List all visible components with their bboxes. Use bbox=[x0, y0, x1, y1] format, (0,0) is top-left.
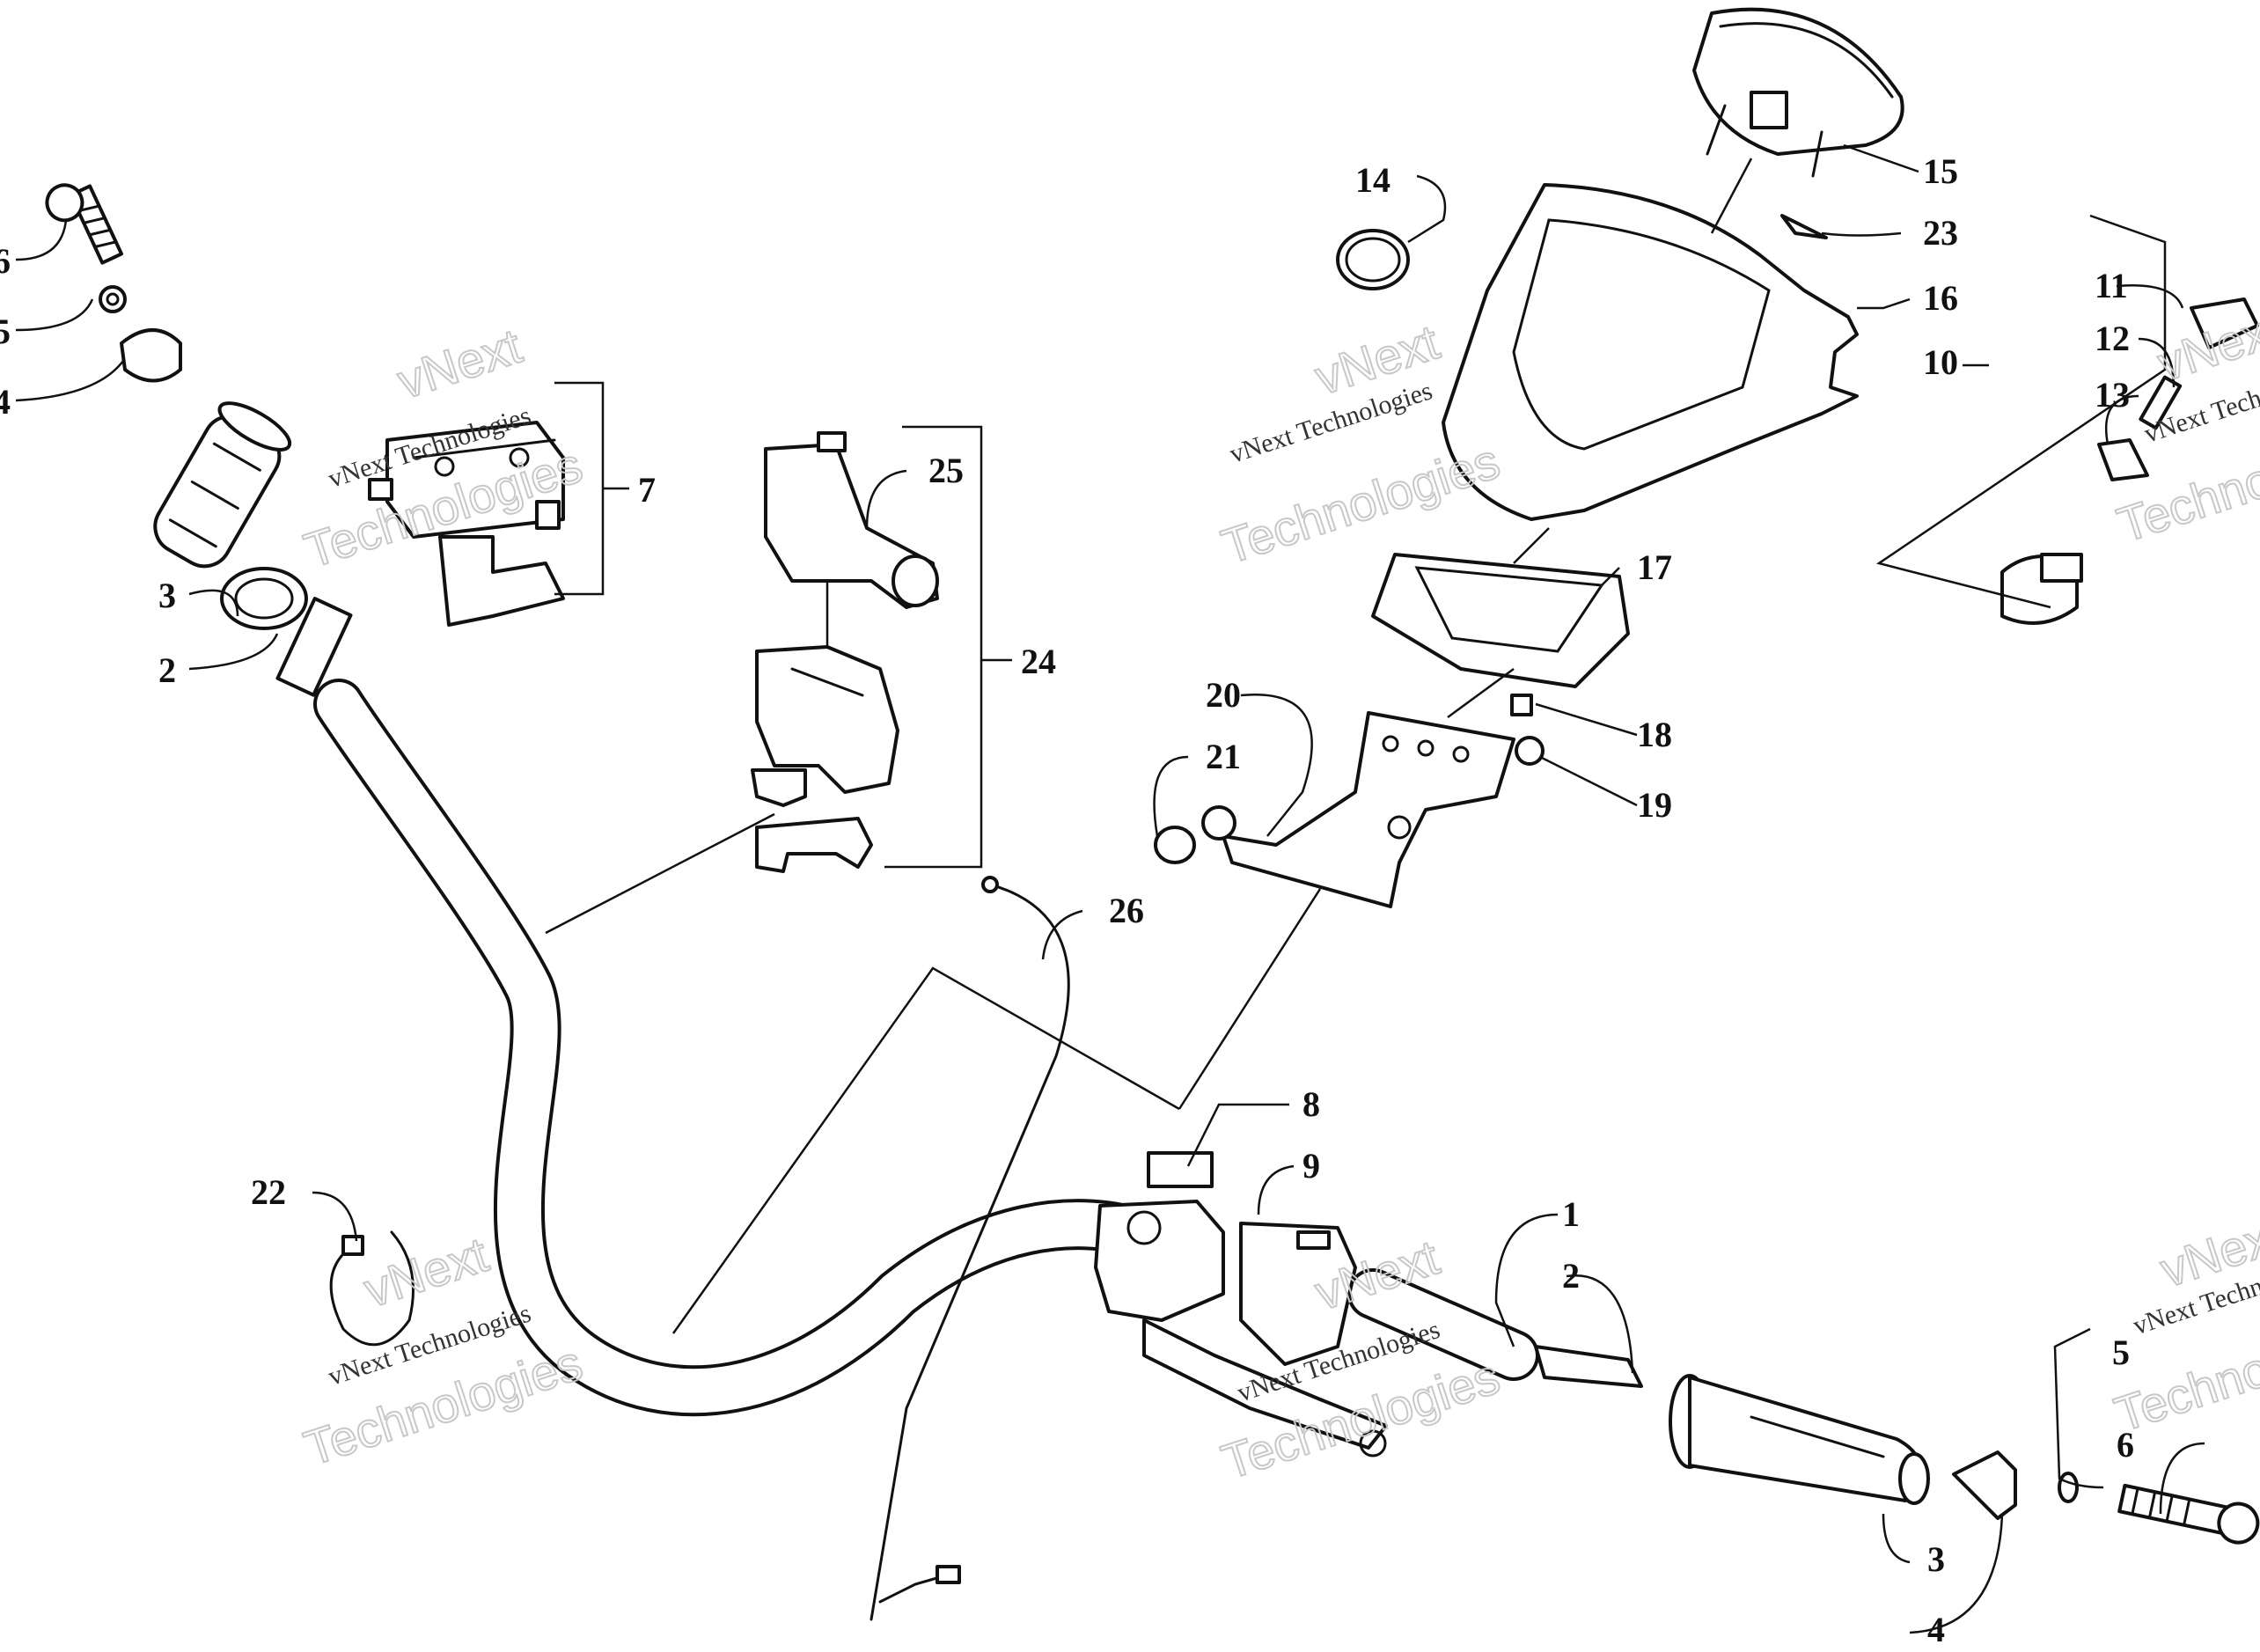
callout-6-right: 6 bbox=[2117, 1425, 2134, 1465]
callout-2-left: 2 bbox=[158, 650, 176, 690]
callout-21: 21 bbox=[1206, 737, 1241, 776]
callout-22: 22 bbox=[251, 1172, 286, 1212]
watermark-vnext-1: vNext bbox=[391, 318, 528, 409]
callout-15: 15 bbox=[1923, 151, 1958, 191]
callout-9: 9 bbox=[1302, 1146, 1320, 1186]
callout-2-right: 2 bbox=[1562, 1256, 1580, 1296]
leader-lines bbox=[15, 143, 2205, 1634]
brake-housing-assembly bbox=[751, 431, 939, 873]
clamp-22 bbox=[329, 1230, 415, 1347]
watermark-vnext-4: vNext bbox=[357, 1226, 495, 1318]
callout-6-left: 6 bbox=[0, 241, 11, 281]
throttle-control bbox=[368, 421, 565, 627]
callout-11: 11 bbox=[2095, 266, 2128, 305]
callout-5-right: 5 bbox=[2112, 1333, 2130, 1372]
callout-1: 1 bbox=[1562, 1194, 1580, 1234]
switch-housing-9 bbox=[1239, 1222, 1357, 1366]
pod-cover bbox=[1442, 183, 1859, 521]
callout-7: 7 bbox=[638, 470, 656, 510]
callout-25: 25 bbox=[928, 451, 964, 490]
callout-24: 24 bbox=[1021, 642, 1056, 681]
handlebar bbox=[313, 679, 1539, 1417]
callout-4-right: 4 bbox=[1927, 1610, 1945, 1649]
callout-13: 13 bbox=[2095, 375, 2130, 415]
throttle-cable bbox=[870, 876, 1070, 1621]
callout-16: 16 bbox=[1923, 278, 1958, 318]
watermark-group-6: vNext vNext Technologies Technologies bbox=[2107, 1205, 2260, 1443]
callout-3-left: 3 bbox=[158, 576, 176, 615]
screw-19 bbox=[1515, 736, 1545, 766]
grommet-14-inner bbox=[1345, 237, 1401, 283]
retainer-23 bbox=[1780, 214, 1828, 239]
callout-19: 19 bbox=[1637, 785, 1672, 825]
callout-20: 20 bbox=[1206, 675, 1241, 715]
callout-17: 17 bbox=[1637, 547, 1672, 587]
callout-23: 23 bbox=[1923, 213, 1958, 253]
callout-10: 10 bbox=[1923, 342, 1958, 382]
callout-8: 8 bbox=[1302, 1084, 1320, 1124]
pod-base bbox=[1371, 553, 1630, 688]
callout-labels: 1 2 2 3 3 4 4 5 5 6 6 7 8 9 10 11 12 13 … bbox=[0, 151, 2134, 1649]
callout-5-left: 5 bbox=[0, 312, 11, 351]
washer-21 bbox=[1154, 826, 1196, 864]
callout-3-right: 3 bbox=[1927, 1539, 1945, 1579]
callout-14: 14 bbox=[1355, 160, 1390, 200]
callout-26: 26 bbox=[1109, 891, 1144, 930]
decal-8 bbox=[1147, 1151, 1214, 1188]
nut-18 bbox=[1510, 694, 1533, 716]
callout-18: 18 bbox=[1637, 715, 1672, 754]
mounting-bracket bbox=[1201, 711, 1515, 908]
callout-4-left: 4 bbox=[0, 382, 11, 422]
callout-12: 12 bbox=[2095, 319, 2130, 358]
speedometer-gauge bbox=[1692, 7, 1904, 178]
ignition-switch-assembly bbox=[2000, 297, 2259, 625]
left-grip-assembly bbox=[45, 183, 353, 697]
brake-master-cylinder bbox=[1094, 1200, 1388, 1457]
